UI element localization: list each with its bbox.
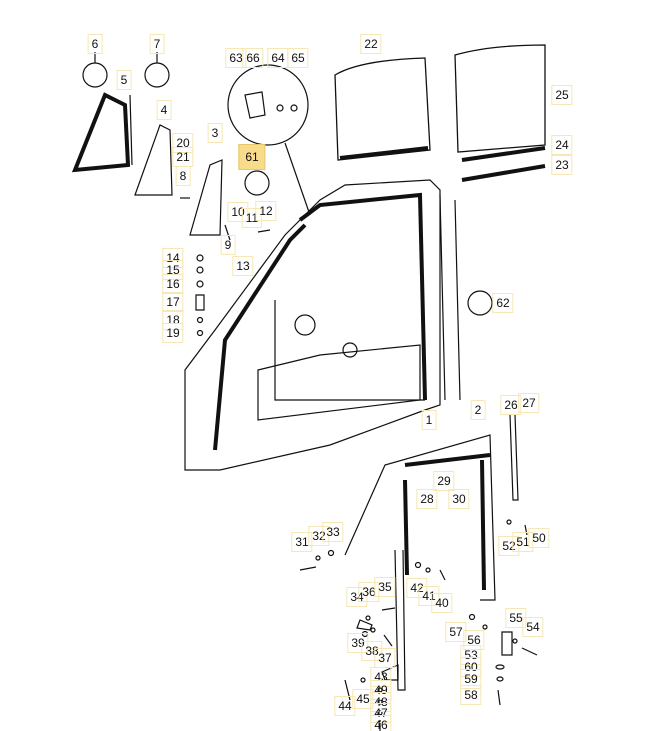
part-label-30[interactable]: 30 bbox=[448, 489, 470, 509]
detail-circle-7 bbox=[144, 62, 170, 88]
part-label-51[interactable]: 51 bbox=[512, 532, 534, 552]
detail-circle-hinge bbox=[227, 64, 309, 146]
part-label-53[interactable]: 53 bbox=[460, 645, 482, 665]
part-label-36[interactable]: 36 bbox=[358, 582, 380, 602]
part-label-48[interactable]: 48 bbox=[370, 692, 392, 712]
part-label-6[interactable]: 6 bbox=[87, 34, 103, 54]
part-label-49[interactable]: 49 bbox=[370, 680, 392, 700]
vent-seal-5 bbox=[71, 92, 131, 173]
part-label-29[interactable]: 29 bbox=[433, 471, 455, 491]
part-label-62[interactable]: 62 bbox=[492, 293, 514, 313]
part-label-25[interactable]: 25 bbox=[551, 85, 573, 105]
part-label-17[interactable]: 17 bbox=[162, 292, 184, 312]
part-label-56[interactable]: 56 bbox=[463, 630, 485, 650]
part-label-14[interactable]: 14 bbox=[162, 248, 184, 268]
part-label-16[interactable]: 16 bbox=[162, 274, 184, 294]
part-label-64[interactable]: 64 bbox=[267, 48, 289, 68]
part-label-13[interactable]: 13 bbox=[232, 256, 254, 276]
part-label-33[interactable]: 33 bbox=[322, 522, 344, 542]
part-label-10[interactable]: 10 bbox=[227, 202, 249, 222]
part-label-61[interactable]: 61 bbox=[238, 144, 266, 170]
part-label-65[interactable]: 65 bbox=[287, 48, 309, 68]
part-label-20[interactable]: 20 bbox=[172, 133, 194, 153]
glass-25 bbox=[454, 44, 546, 153]
part-label-59[interactable]: 59 bbox=[460, 669, 482, 689]
part-label-2[interactable]: 2 bbox=[470, 400, 486, 420]
part-label-26[interactable]: 26 bbox=[500, 395, 522, 415]
detail-circle-6 bbox=[82, 62, 108, 88]
part-label-9[interactable]: 9 bbox=[220, 235, 236, 255]
part-label-19[interactable]: 19 bbox=[162, 323, 184, 343]
part-label-31[interactable]: 31 bbox=[291, 532, 313, 552]
part-label-42[interactable]: 42 bbox=[406, 578, 428, 598]
part-label-47[interactable]: 47 bbox=[370, 703, 392, 723]
part-label-22[interactable]: 22 bbox=[360, 34, 382, 54]
part-label-5[interactable]: 5 bbox=[116, 70, 132, 90]
part-label-44[interactable]: 44 bbox=[334, 696, 356, 716]
part-label-38[interactable]: 38 bbox=[361, 641, 383, 661]
vent-frame-3 bbox=[189, 159, 223, 236]
part-label-66[interactable]: 66 bbox=[242, 48, 264, 68]
part-label-21[interactable]: 21 bbox=[172, 147, 194, 167]
part-label-60[interactable]: 60 bbox=[460, 657, 482, 677]
part-label-57[interactable]: 57 bbox=[445, 622, 467, 642]
part-label-50[interactable]: 50 bbox=[528, 528, 550, 548]
part-label-12[interactable]: 12 bbox=[255, 201, 277, 221]
door-body bbox=[184, 179, 441, 471]
part-label-27[interactable]: 27 bbox=[518, 393, 540, 413]
detail-circle-61 bbox=[244, 170, 270, 196]
part-label-46[interactable]: 46 bbox=[370, 715, 392, 731]
part-label-34[interactable]: 34 bbox=[346, 587, 368, 607]
part-label-11[interactable]: 11 bbox=[241, 208, 263, 228]
part-label-1[interactable]: 1 bbox=[421, 410, 437, 430]
part-label-37[interactable]: 37 bbox=[374, 648, 396, 668]
part-label-54[interactable]: 54 bbox=[522, 617, 544, 637]
part-label-58[interactable]: 58 bbox=[460, 685, 482, 705]
part-label-35[interactable]: 35 bbox=[374, 577, 396, 597]
part-label-4[interactable]: 4 bbox=[156, 100, 172, 120]
window-frame-2 bbox=[344, 434, 496, 601]
part-label-63[interactable]: 63 bbox=[225, 48, 247, 68]
part-label-40[interactable]: 40 bbox=[431, 593, 453, 613]
glass-22 bbox=[334, 57, 431, 161]
part-label-28[interactable]: 28 bbox=[416, 489, 438, 509]
part-label-45[interactable]: 45 bbox=[352, 689, 374, 709]
part-label-8[interactable]: 8 bbox=[175, 166, 191, 186]
part-label-23[interactable]: 23 bbox=[551, 155, 573, 175]
vent-frame-4 bbox=[134, 124, 173, 196]
part-label-15[interactable]: 15 bbox=[162, 260, 184, 280]
detail-circle-62 bbox=[467, 290, 493, 316]
part-label-41[interactable]: 41 bbox=[418, 586, 440, 606]
part-label-7[interactable]: 7 bbox=[149, 34, 165, 54]
part-label-24[interactable]: 24 bbox=[551, 135, 573, 155]
part-label-3[interactable]: 3 bbox=[207, 123, 223, 143]
part-label-55[interactable]: 55 bbox=[505, 608, 527, 628]
